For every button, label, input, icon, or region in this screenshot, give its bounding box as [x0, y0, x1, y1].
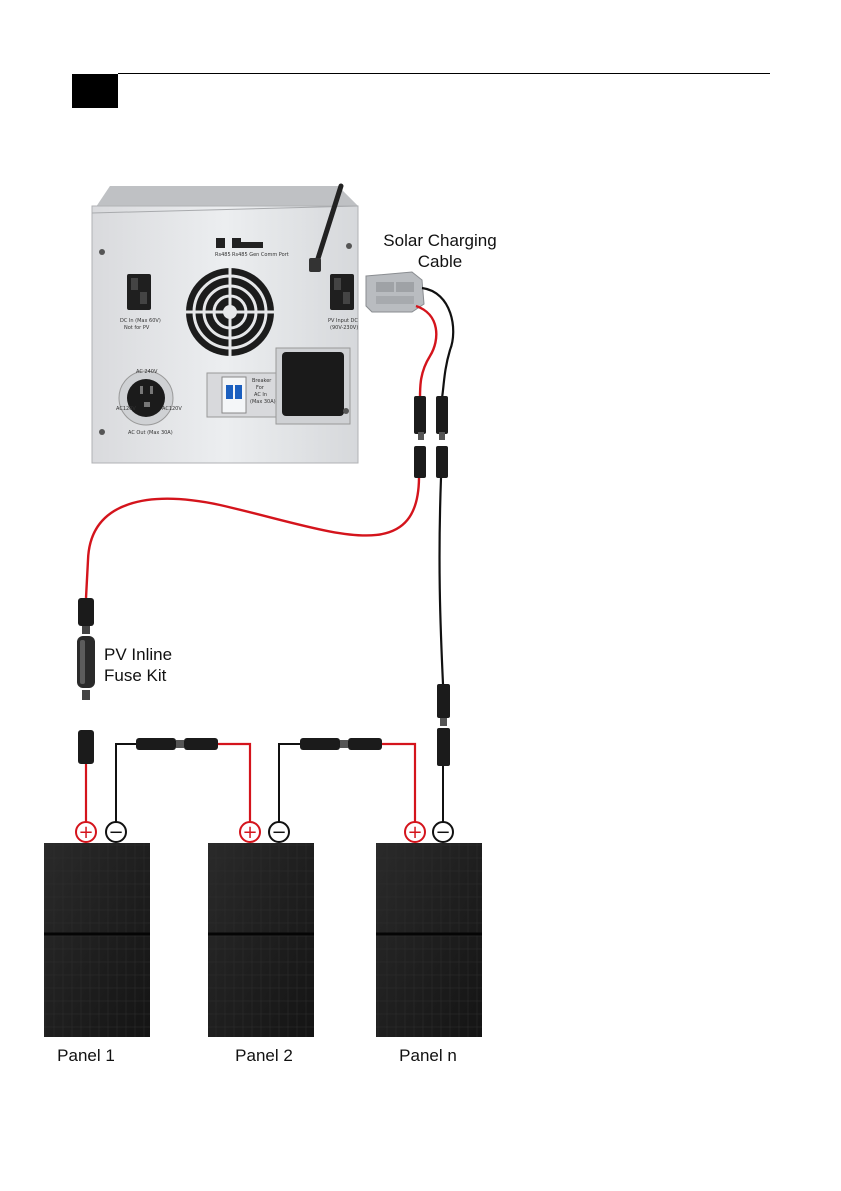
plus-glyph: +	[78, 822, 93, 843]
breaker-sub1: For	[256, 385, 265, 391]
breaker-switch	[222, 377, 246, 413]
wire-p1-negative	[116, 744, 136, 822]
outlet-right-label: AC120V	[162, 406, 182, 412]
minus-glyph: −	[435, 822, 450, 843]
minus-glyph: −	[108, 822, 123, 843]
mc4-link-1	[136, 738, 218, 750]
solar-cable-line2: Cable	[380, 251, 500, 272]
wire-negative-main	[440, 478, 443, 684]
dc-in-label: DC In (Max 60V)	[120, 318, 161, 324]
ac-out-label: AC Out (Max 30A)	[128, 430, 173, 436]
solar-panel-2	[208, 843, 314, 1037]
breaker-sub3: (Max 30A)	[250, 399, 276, 405]
dc-in-socket	[127, 274, 151, 310]
breaker-sub2: AC In	[254, 392, 267, 398]
anderson-plug	[366, 272, 424, 312]
rs485-gen-label: Rs485 Gen Comm Port	[232, 252, 289, 258]
panel2-terminals: + −	[240, 822, 289, 843]
pv-input-sub-label: (90V-230V)	[330, 325, 358, 331]
mc4-link-2	[300, 738, 382, 750]
pv-input-label: PV Input DC	[328, 318, 358, 324]
panel-1-label: Panel 1	[34, 1045, 138, 1066]
plus-glyph: +	[242, 822, 257, 843]
fuse-kit-label: PV Inline Fuse Kit	[104, 644, 194, 686]
power-station: Rs485 Rs485 Gen Comm Port DC In (Max 60V…	[92, 186, 358, 463]
solar-panel-3	[376, 843, 482, 1037]
rs485-gen-port	[232, 238, 241, 248]
solar-cable-line1: Solar Charging	[380, 230, 500, 251]
mc4-pair-top	[414, 396, 448, 478]
wire-positive-main	[86, 478, 419, 598]
fuse-line2: Fuse Kit	[104, 665, 194, 686]
cable-positive-top	[416, 306, 436, 398]
mc4-right-negative	[437, 684, 450, 766]
dc-in-sub-label: Not for PV	[124, 325, 150, 331]
ac-inlet-cover	[282, 352, 344, 416]
pv-input-socket	[330, 274, 354, 310]
plus-glyph: +	[407, 822, 422, 843]
solar-charging-cable-label: Solar Charging Cable	[380, 230, 500, 272]
minus-glyph: −	[271, 822, 286, 843]
pv-inline-fuse	[77, 598, 95, 764]
outlet-top-label: AC 240V	[136, 369, 158, 375]
breaker-label: Breaker	[252, 378, 272, 384]
solar-panel-1	[44, 843, 150, 1037]
cable-negative-top	[422, 288, 453, 398]
wire-p2-positive	[218, 744, 250, 822]
panel1-terminals: + −	[76, 822, 126, 843]
rs485-label: Rs485	[215, 252, 231, 258]
fan-grille	[186, 268, 274, 356]
rs485-port	[216, 238, 225, 248]
panel-n-label: Panel n	[376, 1045, 480, 1066]
wire-p2-negative	[279, 744, 300, 822]
panel3-terminals: + −	[405, 822, 453, 843]
outlet-left-label: AC120V	[116, 406, 136, 412]
wire-pn-positive	[382, 744, 415, 822]
panel-2-label: Panel 2	[212, 1045, 316, 1066]
fuse-line1: PV Inline	[104, 644, 194, 665]
